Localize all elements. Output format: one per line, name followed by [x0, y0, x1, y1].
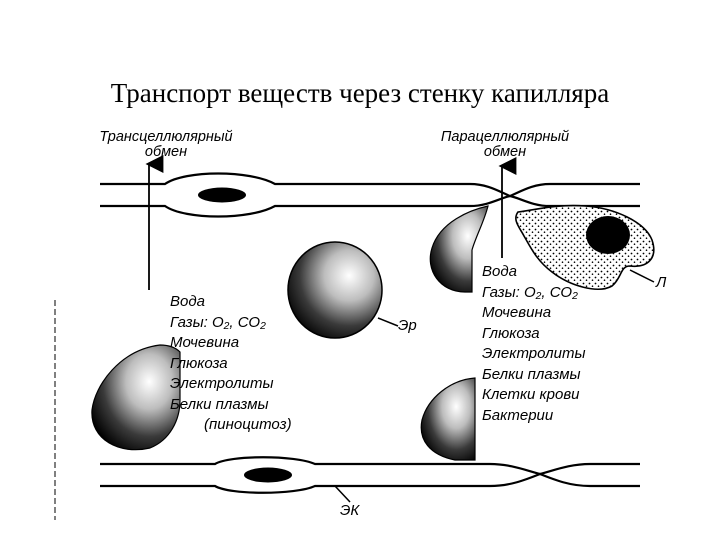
trans-item-electrolytes: Электролиты — [170, 375, 274, 392]
para-item-gases: Газы: О₂, СО₂ — [482, 283, 578, 301]
paracellular-heading: Парацеллюлярный обмен — [400, 129, 610, 161]
para-item-blood-cells: Клетки крови — [482, 386, 580, 403]
transcellular-heading-line2: обмен — [144, 144, 188, 161]
trans-item-glucose: Глюкоза — [170, 354, 228, 372]
para-item-urea: Мочевина — [482, 304, 552, 321]
left-partial-cell — [91, 344, 181, 451]
leukocyte-pointer — [629, 269, 655, 283]
trans-item-water: Вода — [170, 293, 205, 310]
bottom-endothelial-nucleus — [244, 467, 292, 483]
bottom-capillary-wall — [100, 456, 640, 494]
para-item-plasma-proteins: Белки плазмы — [482, 365, 581, 383]
top-capillary-wall — [100, 172, 640, 218]
leukocyte-label: Л — [656, 274, 667, 291]
endothelial-cell-label: ЭК — [340, 502, 360, 519]
erythrocyte-label: Эр — [398, 317, 417, 334]
erythrocyte — [287, 241, 383, 339]
trans-item-plasma-proteins: Белки плазмы — [170, 395, 269, 413]
paracellular-substance-list: Вода Газы: О₂, СО₂ Мочевина Глюкоза Элек… — [482, 262, 585, 426]
transcellular-heading: Трансцеллюлярный обмен — [66, 129, 266, 161]
migrating-cell — [429, 205, 489, 293]
paracellular-heading-line2: обмен — [483, 144, 527, 161]
para-item-glucose: Глюкоза — [482, 324, 540, 342]
trans-item-pinocytosis: (пиноцитоз) — [204, 416, 292, 433]
para-item-electrolytes: Электролиты — [482, 345, 586, 362]
paracellular-heading-line1: Парацеллюлярный — [440, 129, 570, 145]
leukocyte-nucleus — [586, 216, 630, 254]
trans-item-gases: Газы: О₂, СО₂ — [170, 313, 266, 331]
transcellular-substance-list: Вода Газы: О₂, СО₂ Мочевина Глюкоза Элек… — [170, 292, 292, 436]
lower-right-partial-cell — [420, 377, 476, 461]
ek-pointer — [334, 485, 351, 503]
top-endothelial-nucleus — [198, 187, 246, 203]
slide-title: Транспорт веществ через стенку капилляра — [110, 78, 610, 108]
para-item-bacteria: Бактерии — [482, 406, 554, 424]
trans-item-urea: Мочевина — [170, 334, 240, 351]
erythrocyte-pointer — [377, 317, 399, 327]
para-item-water: Вода — [482, 263, 517, 280]
transcellular-heading-line1: Трансцеллюлярный — [99, 129, 233, 145]
